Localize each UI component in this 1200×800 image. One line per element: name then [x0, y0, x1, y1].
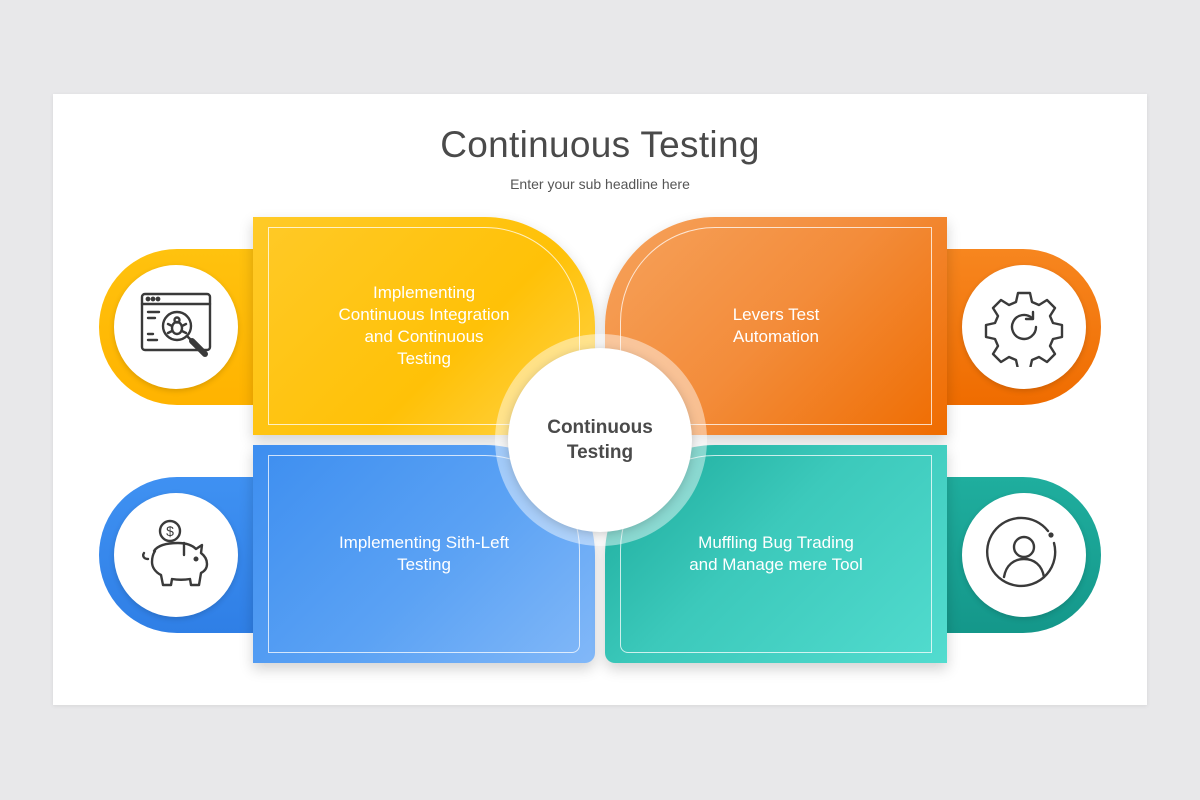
- center-label: Continuous Testing: [547, 417, 653, 463]
- piggy-bank-icon: $: [142, 519, 209, 587]
- svg-text:$: $: [166, 523, 174, 539]
- gear-refresh-icon: [984, 291, 1064, 367]
- card-item-3-text: Implementing Sith-Left Testing: [338, 533, 510, 574]
- page-subtitle: Enter your sub headline here: [510, 176, 690, 192]
- card-item-2-text: Levers Test Automation: [732, 305, 820, 346]
- icon-circle-3: $: [114, 493, 238, 617]
- icon-circle-2: [962, 265, 1086, 389]
- icon-circle-4: [962, 493, 1086, 617]
- center-circle: Continuous Testing: [508, 348, 692, 532]
- user-icon: [986, 516, 1057, 588]
- card-item-1-text: Implementing Continuous Integration and …: [338, 283, 510, 368]
- card-item-4-text: Muffling Bug Trading and Manage mere Too…: [689, 533, 863, 574]
- icon-circle-1: [114, 265, 238, 389]
- page-title: Continuous Testing: [440, 124, 760, 165]
- bug-search-icon: [140, 292, 212, 357]
